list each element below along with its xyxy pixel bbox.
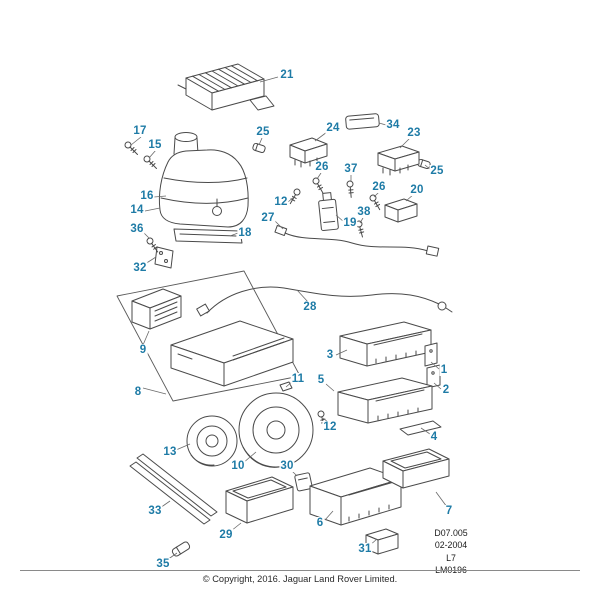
part-radio-5 <box>337 377 433 424</box>
drawing-date: 02-2004 <box>434 540 468 551</box>
footer-divider <box>20 570 580 571</box>
part-cable-28 <box>196 286 453 317</box>
part-bracket-32 <box>154 246 174 269</box>
part-screw-37 <box>341 179 360 198</box>
part-tray-18 <box>173 228 243 244</box>
part-cage-7 <box>382 448 450 489</box>
part-plate-1 <box>424 342 438 367</box>
part-relay-23 <box>377 145 420 176</box>
part-speaker-13 <box>186 415 238 467</box>
part-bracket-31 <box>365 528 399 555</box>
drawing-number: D07.005 <box>434 528 468 538</box>
part-cylinder-35 <box>171 541 191 557</box>
part-plate-4 <box>399 420 442 436</box>
part-radio-3 <box>339 321 432 367</box>
drawing-sheet: L7 <box>446 552 456 563</box>
part-antenna-module-19 <box>318 192 339 232</box>
part-radio-6 <box>309 467 402 526</box>
part-reservoir-14 <box>158 132 249 228</box>
copyright-text: © Copyright, 2016. Jaguar Land Rover Lim… <box>202 574 398 584</box>
part-module-20 <box>384 198 418 223</box>
part-screw-15 <box>143 155 157 169</box>
part-strips-33 <box>129 453 218 525</box>
part-screw-26a <box>310 176 327 194</box>
part-cd-changer <box>170 320 294 387</box>
part-screw-12b <box>313 409 332 428</box>
part-cable-27 <box>274 224 440 257</box>
part-screw-17 <box>124 141 138 155</box>
part-pocket-29 <box>225 476 294 524</box>
part-plate-34 <box>345 113 380 130</box>
part-relay-24 <box>289 137 328 168</box>
leader-lines <box>130 76 448 561</box>
part-block-30 <box>294 472 313 492</box>
part-cd-magazine-9 <box>131 288 182 330</box>
part-speaker-10 <box>238 392 314 468</box>
part-amplifier-21 <box>177 63 275 111</box>
part-screw-26b <box>367 193 384 211</box>
